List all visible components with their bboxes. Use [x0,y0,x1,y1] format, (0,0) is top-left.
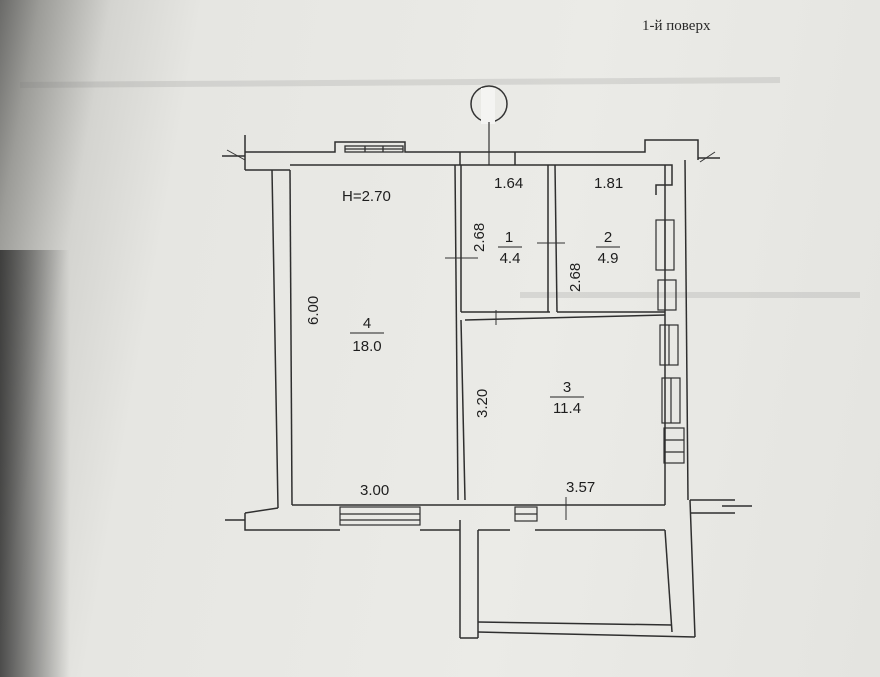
room3-width-dim: 3.57 [566,479,595,496]
room2-width-dim: 1.81 [594,175,623,192]
room2-area: 4.9 [598,250,619,267]
room1-area: 4.4 [500,250,521,267]
dimension-ticks [226,149,716,520]
floor-label: 1-й поверх [642,18,711,34]
room2-number: 2 [604,229,612,246]
room3-height-dim: 3.20 [474,389,491,418]
page-shadow [0,250,70,677]
north-marker [470,85,508,165]
room2-height-dim: 2.68 [567,263,584,292]
ceiling-height-label: H=2.70 [342,188,391,205]
right-windows [655,219,685,464]
room3-number: 3 [563,379,571,396]
room4-number: 4 [363,315,371,332]
room-4: 4 18.0 [350,315,384,355]
room4-height-dim: 6.00 [305,296,322,325]
room1-number: 1 [505,229,513,246]
room4-area: 18.0 [352,338,381,355]
top-window [344,145,404,153]
outer-walls [222,135,752,639]
bleed-through-lines [19,77,860,298]
room1-height-dim: 2.68 [471,223,488,252]
room-1: 1 4.4 [498,229,522,267]
room1-width-dim: 1.64 [494,175,523,192]
room-2: 2 4.9 [596,229,620,267]
room3-area: 11.4 [553,400,581,417]
interior-walls [454,152,666,501]
room4-width-dim: 3.00 [360,482,389,499]
room-3: 3 11.4 [550,379,584,417]
bottom-openings [339,506,538,526]
